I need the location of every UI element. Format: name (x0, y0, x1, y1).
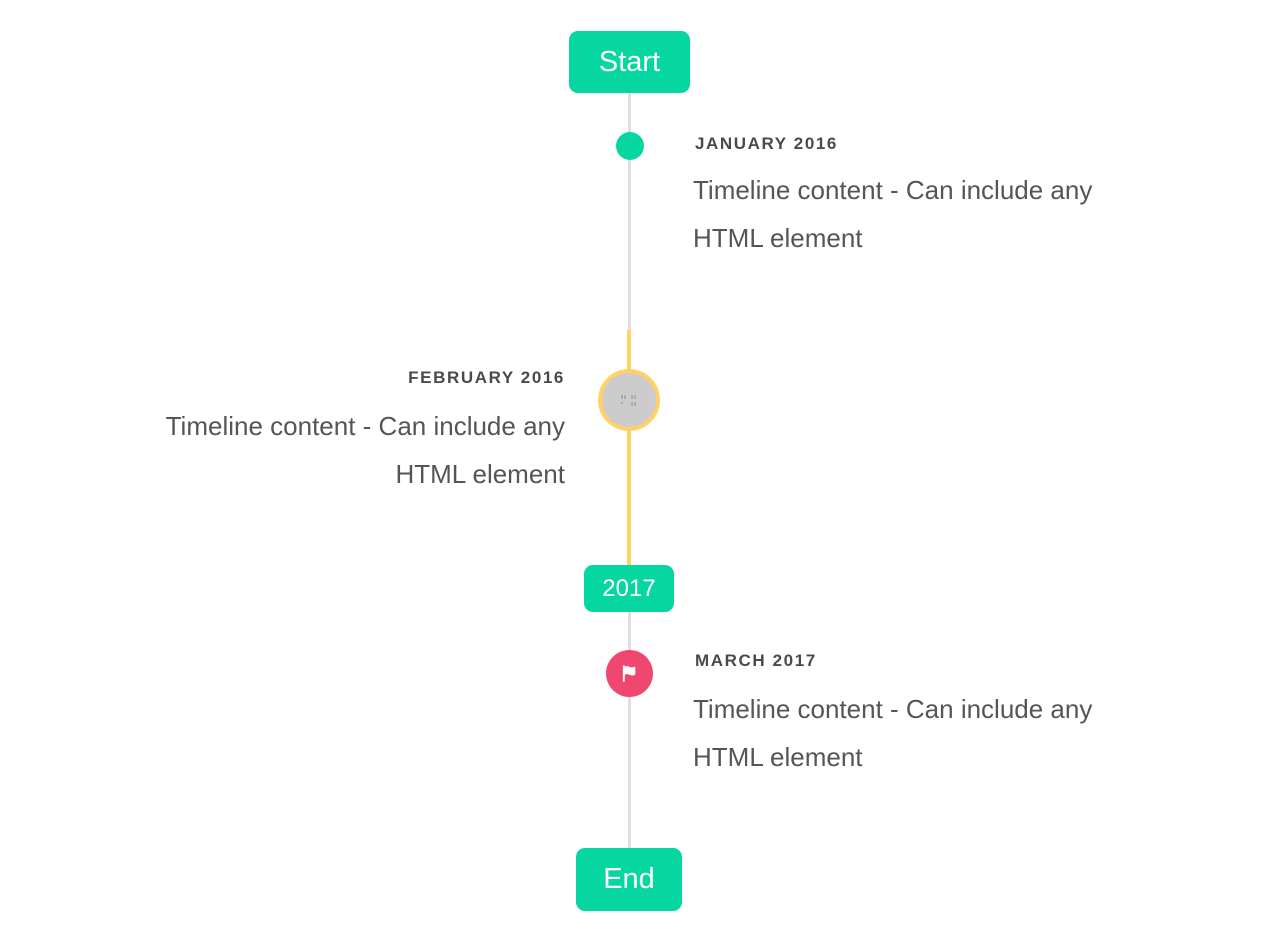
year-badge-label: 2017 (602, 574, 656, 602)
broken-image-icon (620, 394, 638, 407)
timeline-line-segment-highlight (627, 330, 631, 567)
timeline-line-segment-bottom (628, 612, 631, 850)
end-badge: End (576, 848, 682, 911)
event-title-february: FEBRUARY 2016 (408, 368, 565, 387)
timeline-circle-marker (598, 369, 660, 431)
start-badge: Start (569, 31, 690, 93)
timeline-line-segment-top (628, 93, 631, 330)
event-title-march: MARCH 2017 (695, 651, 817, 670)
end-badge-label: End (603, 863, 655, 895)
event-content-february: Timeline content - Can include any HTML … (165, 411, 565, 489)
flag-icon (618, 662, 641, 685)
event-content-march: Timeline content - Can include any HTML … (693, 694, 1093, 772)
timeline-dot-marker (616, 132, 644, 160)
event-content-january: Timeline content - Can include any HTML … (693, 175, 1093, 253)
event-title-january: JANUARY 2016 (695, 134, 838, 153)
year-badge: 2017 (584, 565, 674, 612)
timeline-flag-marker (606, 650, 653, 697)
start-badge-label: Start (598, 45, 661, 78)
